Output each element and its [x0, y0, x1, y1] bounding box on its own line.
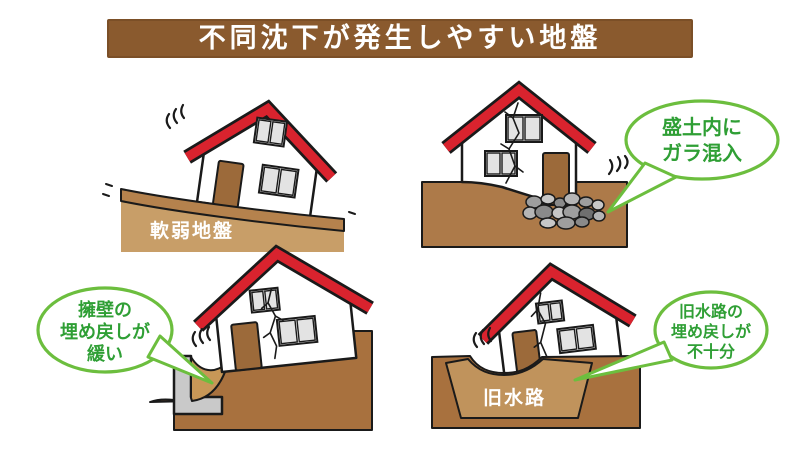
bubble-ellipse [653, 290, 769, 370]
panel-debris-in-fill: 盛土内に ガラ混入 [421, 80, 780, 248]
bubble-text-line: 緩い [87, 343, 123, 364]
ground-surface-band [120, 188, 345, 232]
bubble-text-line: 擁壁の [78, 299, 132, 320]
window [556, 323, 597, 355]
speech-bubble: 旧水路の 埋め戻しが 不十分 [573, 290, 769, 382]
ground-label: 旧水路 [483, 386, 546, 409]
panel-soft-ground: 軟弱地盤 [102, 99, 356, 252]
ground-tick-marks [102, 183, 356, 215]
roof [443, 83, 595, 152]
bubble-text-line: 盛土内に [662, 115, 742, 139]
old-waterway-fill [445, 358, 593, 419]
bubble-tail [606, 161, 678, 214]
bubble-ellipse [36, 286, 174, 374]
sway-lines-icon [607, 154, 629, 176]
sway-lines-icon [191, 325, 212, 348]
bubble-tail [573, 340, 674, 382]
speech-bubble: 盛土内に ガラ混入 [606, 99, 780, 214]
tilted-house [193, 244, 374, 374]
panel-retaining-wall: 擁壁の 埋め戻しが 緩い [36, 244, 374, 431]
bubble-tail [146, 334, 214, 385]
bubble-text-line: 旧水路の [679, 302, 743, 321]
bubble-text-line: ガラ混入 [662, 142, 742, 165]
window [275, 314, 319, 347]
bubble-text-line: 不十分 [687, 342, 735, 361]
window [248, 286, 281, 314]
roof [479, 265, 636, 343]
roof [194, 247, 373, 330]
wall-crack [260, 287, 284, 360]
door [212, 159, 245, 209]
tilted-house [477, 262, 637, 382]
sway-lines-icon [165, 103, 186, 130]
ground-label: 軟弱地盤 [150, 219, 234, 242]
window [534, 299, 566, 325]
door [230, 321, 263, 372]
title-banner: 不同沈下が発生しやすい地盤 [107, 19, 693, 58]
wall-crack [500, 102, 524, 184]
bubble-text-line: 埋め戻しが [60, 321, 150, 342]
window [252, 116, 289, 148]
cracked-house [441, 80, 597, 210]
bubble-text-line: 埋め戻しが [671, 322, 751, 341]
window [505, 114, 543, 143]
rubble-stones [522, 192, 606, 230]
speech-bubble: 擁壁の 埋め戻しが 緩い [36, 286, 214, 385]
window [257, 163, 300, 199]
roof [184, 102, 336, 181]
page-title: 不同沈下が発生しやすい地盤 [198, 23, 602, 53]
tilted-house [183, 99, 338, 220]
sway-lines-icon [472, 326, 493, 349]
panel-old-waterway: 旧水路 旧水路の 埋め戻しが 不十分 [431, 262, 769, 429]
bubble-ellipse [624, 99, 780, 181]
